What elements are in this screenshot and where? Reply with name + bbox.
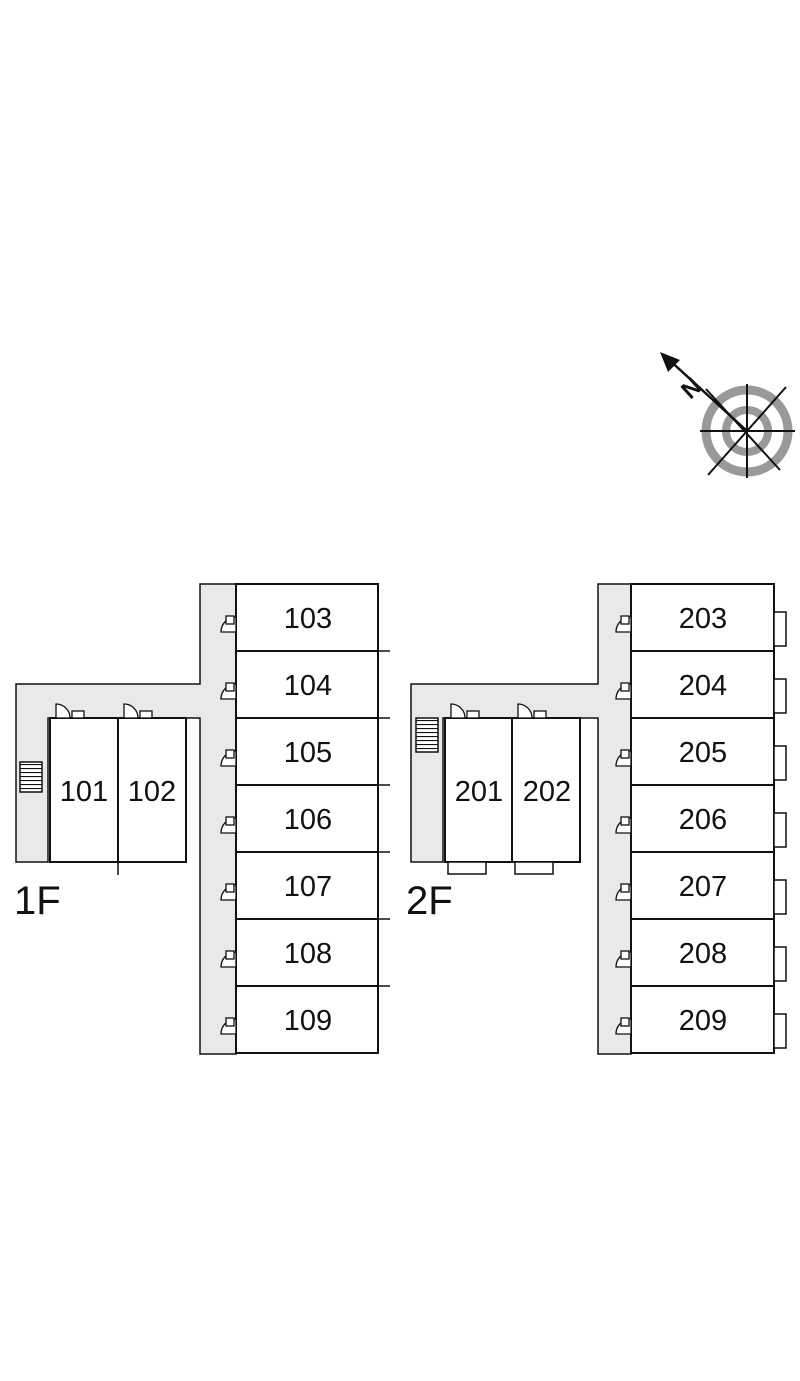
unit-label-207: 207 xyxy=(679,871,727,903)
stairs-2f-icon xyxy=(415,717,439,753)
unit-label-106: 106 xyxy=(284,804,332,836)
unit-label-102: 102 xyxy=(128,776,176,808)
unit-204 xyxy=(630,650,775,719)
unit-209 xyxy=(630,985,775,1054)
unit-label-202: 202 xyxy=(523,776,571,808)
unit-101 xyxy=(49,717,119,863)
compass-icon: N xyxy=(660,352,795,478)
unit-label-108: 108 xyxy=(284,938,332,970)
unit-label-208: 208 xyxy=(679,938,727,970)
unit-label-101: 101 xyxy=(60,776,108,808)
unit-205 xyxy=(630,717,775,786)
floor-label-2f: 2F xyxy=(406,879,453,923)
unit-stack-2f xyxy=(630,583,775,1054)
unit-207 xyxy=(630,851,775,920)
compass-north-letter: N xyxy=(676,373,707,405)
unit-label-204: 204 xyxy=(679,670,727,702)
balcony-icon xyxy=(773,611,787,1049)
unit-202 xyxy=(511,717,581,863)
unit-label-203: 203 xyxy=(679,603,727,635)
unit-label-209: 209 xyxy=(679,1005,727,1037)
stairs-1f-icon xyxy=(19,761,43,793)
unit-label-105: 105 xyxy=(284,737,332,769)
unit-label-206: 206 xyxy=(679,804,727,836)
unit-206 xyxy=(630,784,775,853)
door-icon xyxy=(450,703,547,719)
unit-label-107: 107 xyxy=(284,871,332,903)
unit-103 xyxy=(235,583,379,652)
unit-label-103: 103 xyxy=(284,603,332,635)
door-icon xyxy=(615,615,632,1035)
unit-203 xyxy=(630,583,775,652)
unit-108 xyxy=(235,918,379,987)
unit-label-109: 109 xyxy=(284,1005,332,1037)
unit-label-201: 201 xyxy=(455,776,503,808)
unit-102 xyxy=(117,717,187,863)
door-icon xyxy=(55,703,153,719)
unit-label-205: 205 xyxy=(679,737,727,769)
floor-label-1f: 1F xyxy=(14,879,61,923)
unit-stack-1f xyxy=(235,583,379,1054)
unit-label-104: 104 xyxy=(284,670,332,702)
door-icon xyxy=(220,615,237,1035)
balcony-icon xyxy=(447,861,554,875)
